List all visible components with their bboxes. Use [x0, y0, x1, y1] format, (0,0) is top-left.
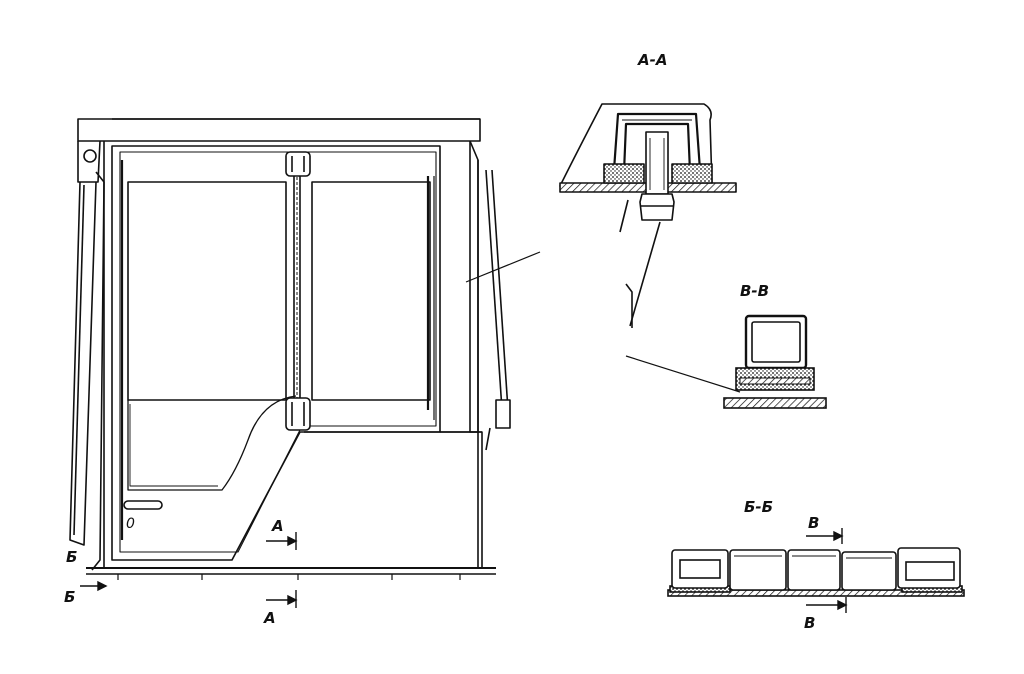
section-bb-view: [667, 547, 965, 597]
frame-segment-3: [787, 549, 841, 591]
cut-marker-v-lower: [806, 597, 848, 613]
cab-side-view: [69, 118, 541, 580]
center-post: [285, 151, 311, 431]
left-pillar: [69, 140, 105, 571]
cut-label-v-upper: В: [808, 514, 819, 532]
cut-label-v-lower: В: [804, 614, 815, 632]
frame-segment-2: [729, 549, 787, 591]
lower-latch: [285, 397, 311, 431]
leader-line-vv: [625, 355, 741, 393]
upper-latch: [285, 151, 311, 177]
cut-label-b-lower: Б: [64, 588, 75, 606]
cut-marker-v-upper: [806, 528, 844, 544]
frame-segment-5: [897, 547, 961, 589]
cut-label-b-upper: Б: [66, 548, 77, 566]
section-bb-title: Б-Б: [744, 498, 773, 516]
section-aa-view: [559, 103, 737, 328]
section-aa-title: А-А: [637, 51, 667, 69]
cab-outer-frame: [103, 141, 483, 569]
cut-label-a-upper: А: [271, 517, 284, 535]
cut-marker-a-upper: [266, 532, 298, 550]
door-handle: [123, 500, 163, 510]
cut-markers-vv: [806, 528, 848, 613]
rear-body-panel: [440, 140, 479, 433]
upper-window-right: [311, 176, 435, 420]
cab-roof: [77, 118, 481, 142]
door-handle-mark: 0: [126, 516, 135, 532]
leader-line-aa: [465, 251, 541, 283]
door-outline: [111, 145, 441, 561]
rear-gas-strut: [485, 169, 511, 451]
upper-window-left: [120, 160, 287, 540]
section-vv-view: [625, 314, 827, 409]
hinge-pin: [83, 149, 97, 163]
frame-segment-4: [841, 551, 897, 591]
cut-marker-b: [80, 580, 108, 592]
cut-marker-a-lower: [266, 590, 298, 608]
lower-door-window: [127, 395, 297, 491]
cut-markers: [80, 532, 298, 608]
section-vv-title: В-В: [740, 282, 769, 300]
cut-label-a-lower: А: [263, 609, 276, 627]
cab-base: [86, 567, 496, 580]
